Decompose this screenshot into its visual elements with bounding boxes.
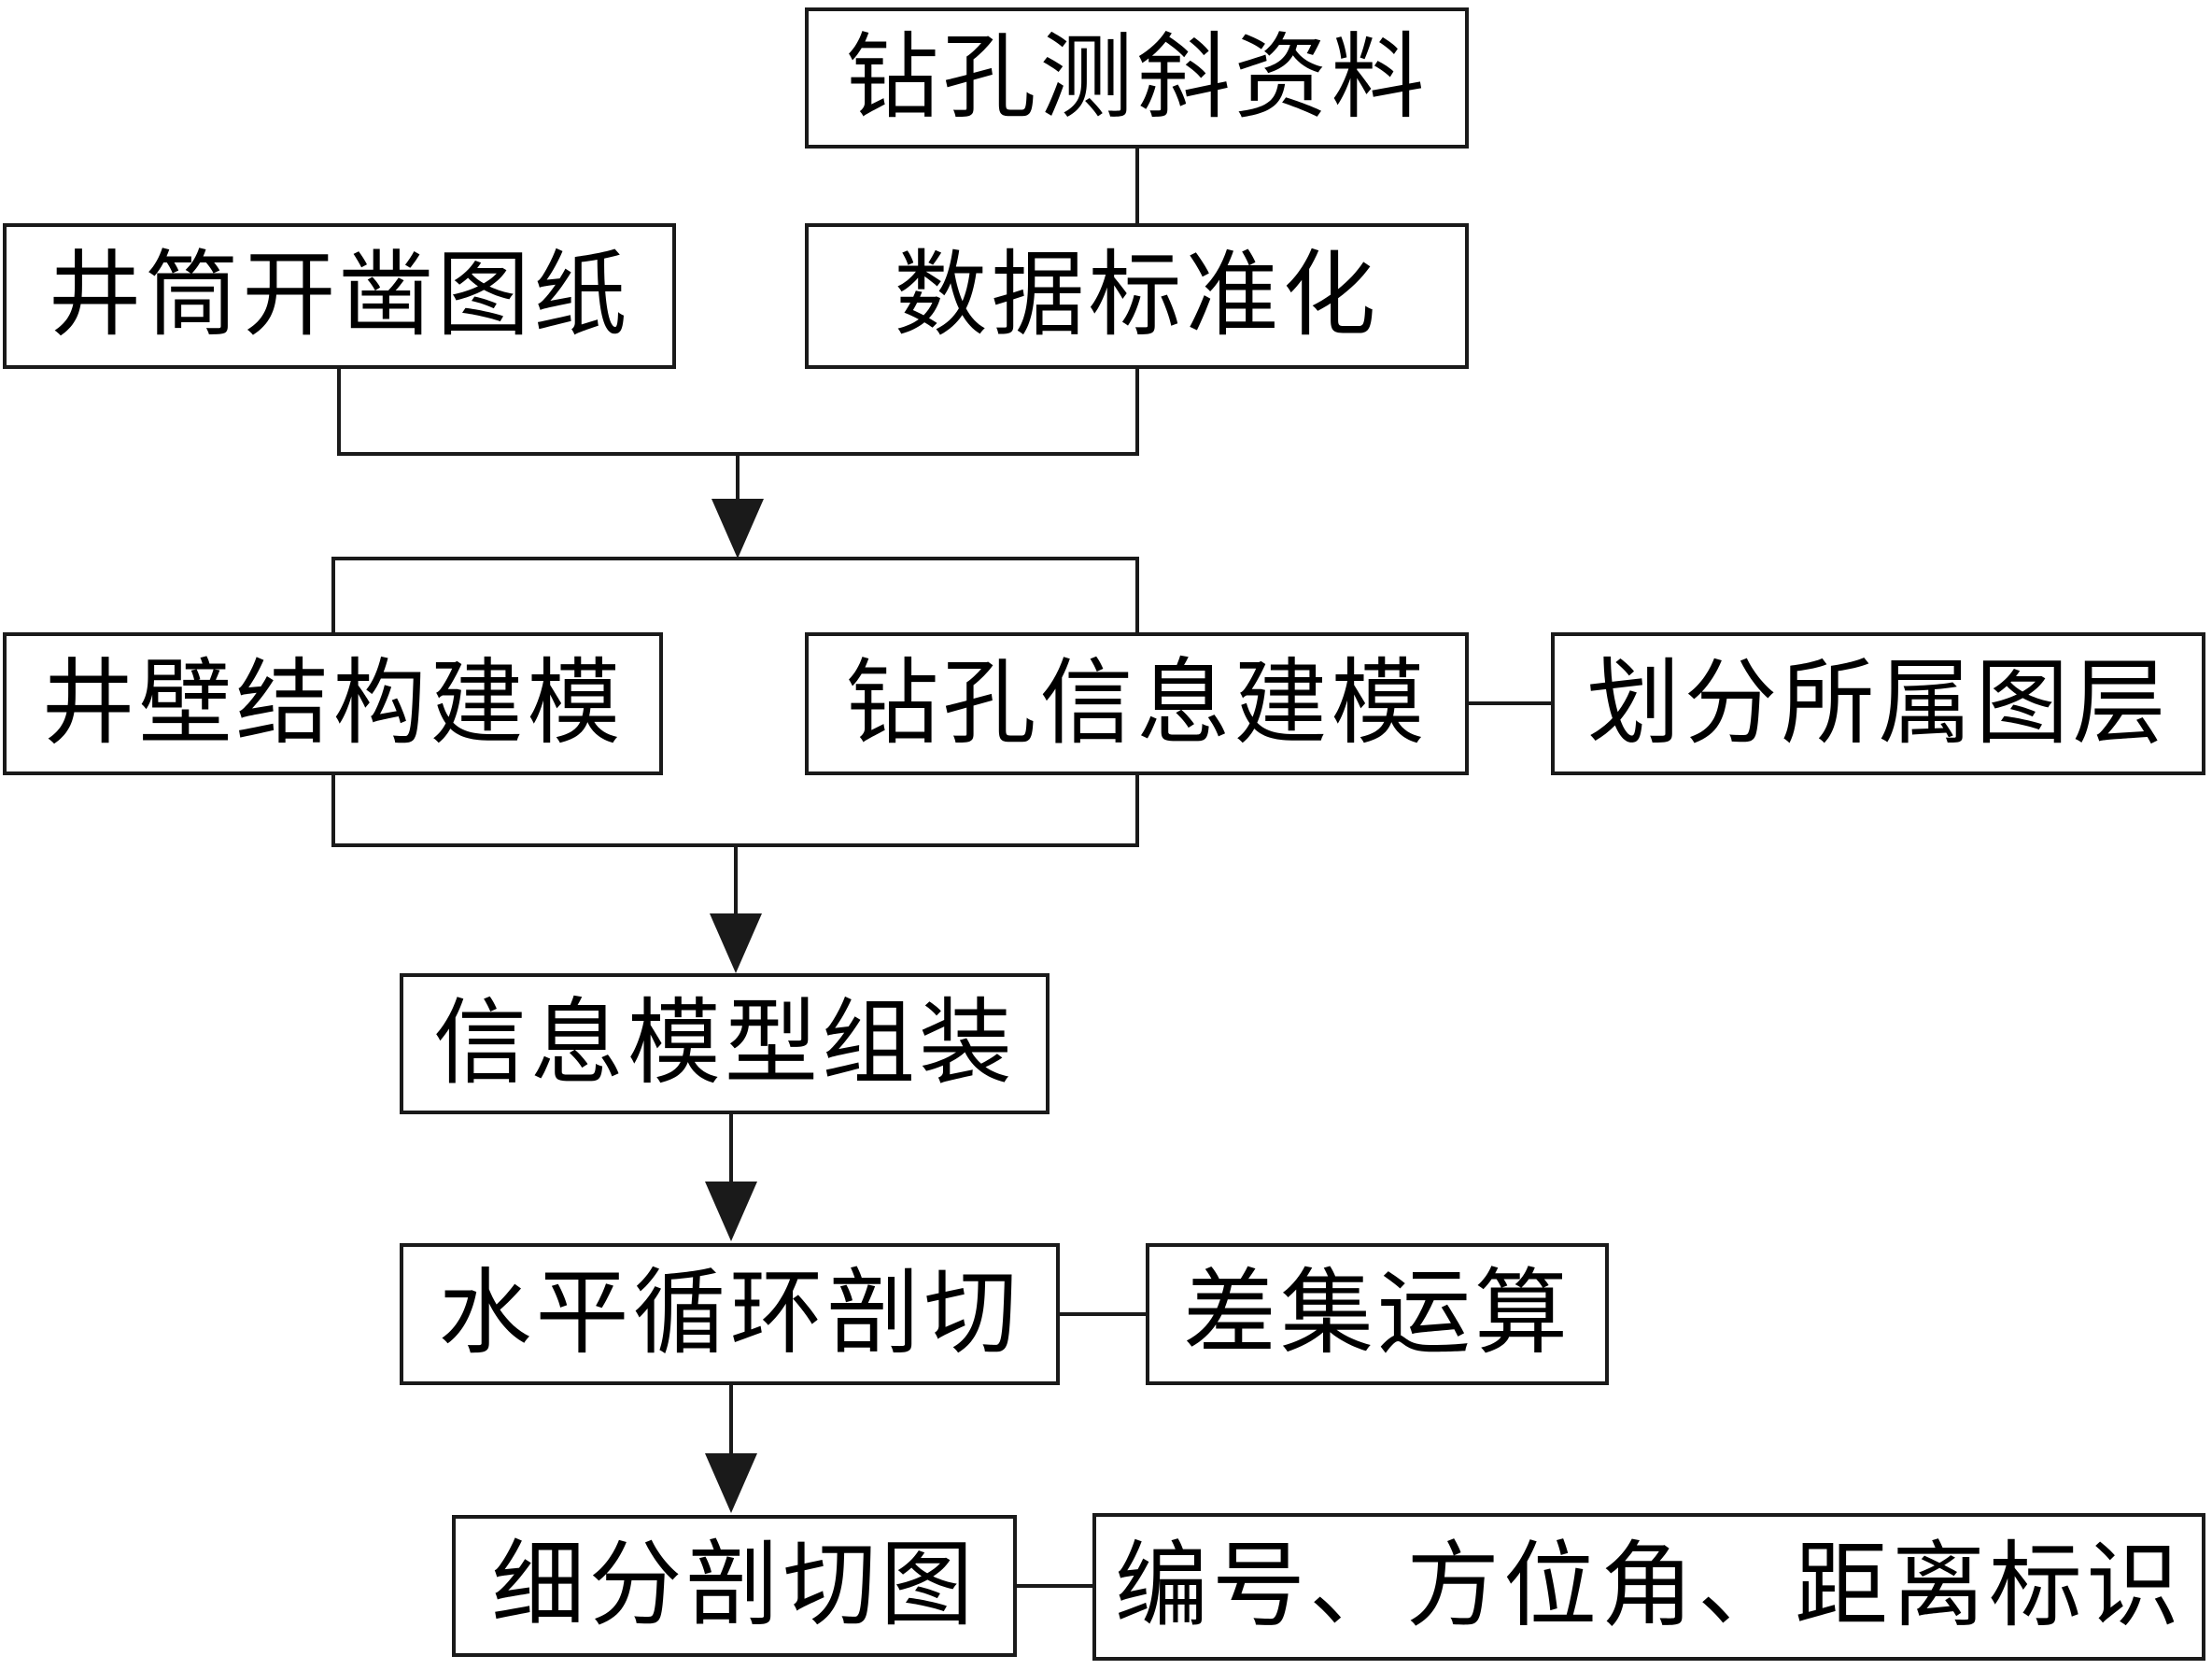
arrow-down-to-modeling-group (712, 499, 764, 559)
edge-bracket-right-drop (1135, 560, 1139, 632)
edge-merge-line (337, 452, 1139, 456)
edge-assembly-arrow-stem (734, 847, 738, 915)
node-borehole-info-modeling: 钻孔信息建模 (805, 632, 1469, 775)
edge-sectioning-to-difference (1060, 1312, 1146, 1316)
edge-sectioning-arrow-stem (729, 1114, 733, 1183)
edge-merge-arrow-stem (736, 456, 740, 502)
node-info-model-assembly: 信息模型组装 (400, 973, 1050, 1114)
edge-subdivided-to-labeling (1017, 1584, 1092, 1588)
edge-shaft-drawings-drop (337, 369, 341, 456)
node-drilling-survey-data: 钻孔测斜资料 (805, 7, 1469, 149)
node-subdivided-section-drawing: 细分剖切图 (452, 1515, 1017, 1657)
node-shaft-wall-modeling: 井壁结构建模 (3, 632, 663, 775)
node-labeling: 编号、方位角、距离标识 (1092, 1513, 2205, 1661)
node-shaft-drawings: 井筒开凿图纸 (3, 223, 676, 369)
arrow-down-to-subdivided (705, 1453, 757, 1513)
node-difference-operation: 差集运算 (1146, 1243, 1609, 1385)
node-layer-division: 划分所属图层 (1551, 632, 2205, 775)
arrow-down-to-assembly (710, 913, 762, 973)
edge-info-modeling-drop (1135, 775, 1139, 847)
node-horizontal-cyclic-sectioning: 水平循环剖切 (400, 1243, 1060, 1385)
edge-subdivided-arrow-stem (729, 1385, 733, 1455)
edge-modeling-top-bracket (331, 557, 1139, 560)
edge-modeling-bottom-bracket (331, 843, 1139, 847)
edge-modeling-to-layer-division (1469, 701, 1551, 705)
edge-survey-to-standardization (1135, 149, 1139, 225)
edge-wall-modeling-drop (331, 775, 335, 847)
edge-bracket-left-drop (331, 560, 335, 632)
edge-standardization-drop (1135, 369, 1139, 456)
arrow-down-to-sectioning (705, 1182, 757, 1241)
node-data-standardization: 数据标准化 (805, 223, 1469, 369)
